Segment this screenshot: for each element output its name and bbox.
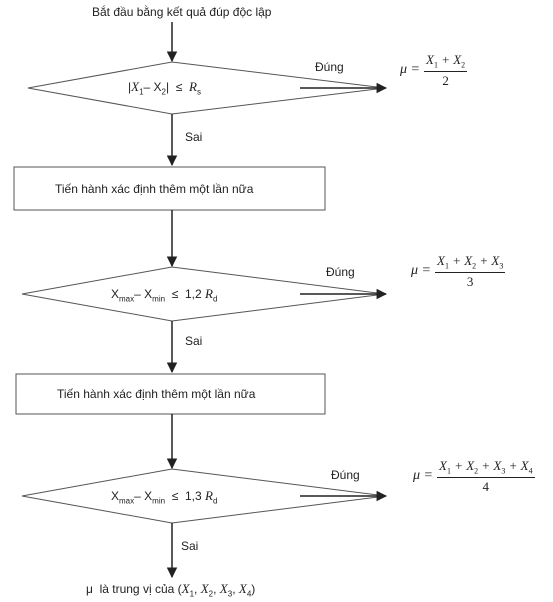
- decision-3-yes-label: Đúng: [331, 468, 360, 482]
- process-1-text: Tiến hành xác định thêm một lần nữa: [55, 182, 254, 196]
- start-label: Bắt đầu bằng kết quả đúp độc lập: [92, 5, 272, 19]
- decision-2-condition: Xmax– Xmin ≤ 1,2 Rd: [111, 286, 218, 304]
- decision-3-no-label: Sai: [181, 539, 199, 553]
- decision-2-no-label: Sai: [185, 334, 203, 348]
- process-2-text: Tiến hành xác định thêm một lần nữa: [57, 387, 256, 401]
- decision-1-condition: |X1– X2| ≤ Rs: [128, 79, 201, 97]
- decision-3-condition: Xmax– Xmin ≤ 1,3 Rd: [111, 488, 218, 506]
- end-label: μ là trung vị của (X1, X2, X3, X4): [86, 581, 256, 599]
- process-box-2: [15, 373, 326, 415]
- decision-1-no-label: Sai: [185, 130, 203, 144]
- decision-1-yes-label: Đúng: [315, 60, 344, 74]
- process-box-1: [13, 166, 326, 211]
- decision-2-yes-label: Đúng: [326, 265, 355, 279]
